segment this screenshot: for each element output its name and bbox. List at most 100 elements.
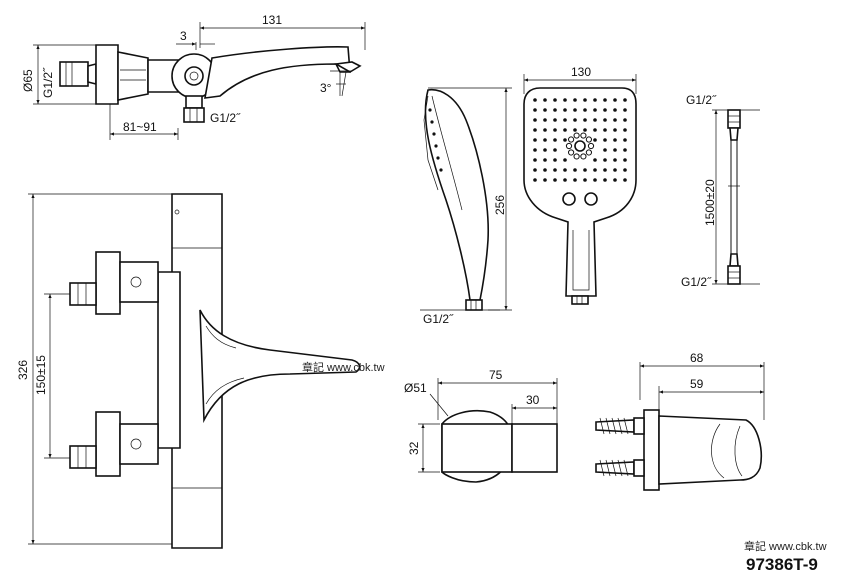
ring-nozzle: [585, 149, 592, 156]
spray-hole: [603, 148, 607, 152]
spray-hole: [573, 178, 577, 182]
ring-nozzle: [580, 153, 587, 160]
ring-nozzle: [568, 136, 575, 143]
upper-bracket: [95, 251, 121, 315]
spray-hole: [573, 168, 577, 172]
spray-hole: [563, 98, 567, 102]
spray-hole: [533, 178, 537, 182]
spray-hole: [593, 118, 597, 122]
spray-hole: [533, 158, 537, 162]
spray-hole: [573, 98, 577, 102]
spray-hole: [623, 168, 627, 172]
spray-hole: [563, 118, 567, 122]
spray-hole: [593, 158, 597, 162]
spray-hole: [623, 128, 627, 132]
ring-nozzle: [585, 136, 592, 143]
spray-hole: [563, 128, 567, 132]
spray-hole: [593, 108, 597, 112]
spray-hole: [573, 108, 577, 112]
spray-hole: [583, 178, 587, 182]
spray-hole: [613, 178, 617, 182]
dim-shower-thread: G1/2˝: [423, 312, 454, 326]
spray-hole: [533, 148, 537, 152]
dim-d65: Ø65: [21, 69, 35, 92]
spray-hole: [543, 118, 547, 122]
spray-hole: [543, 178, 547, 182]
spray-hole: [613, 108, 617, 112]
hand-shower-side: G1/2˝ 256: [420, 87, 512, 326]
spray-hole: [553, 108, 557, 112]
spray-hole: [563, 158, 567, 162]
nozzle-row: [428, 108, 443, 172]
spray-hole: [553, 158, 557, 162]
spray-hole: [543, 158, 547, 162]
spray-hole: [553, 168, 557, 172]
wall-holder: 75 30 Ø51 32: [404, 368, 558, 483]
dim-3: 3: [180, 29, 187, 43]
spray-hole: [613, 98, 617, 102]
spray-hole: [553, 128, 557, 132]
mixer-body-top: [95, 44, 119, 105]
front-spout: [199, 309, 361, 424]
spray-hole: [593, 138, 597, 142]
spray-hole: [563, 178, 567, 182]
dim-hose-bottom: G1/2˝: [681, 275, 712, 289]
spray-hole: [593, 178, 597, 182]
spray-hole: [593, 128, 597, 132]
spray-hole: [603, 138, 607, 142]
spray-hole: [623, 138, 627, 142]
spray-hole: [603, 158, 607, 162]
model-number: 97386T-9: [746, 555, 818, 574]
dim-326: 326: [16, 360, 30, 380]
spray-hole: [603, 98, 607, 102]
spray-hole: [603, 168, 607, 172]
bracket-plate: [643, 409, 660, 491]
spray-hole: [553, 138, 557, 142]
spray-hole: [613, 168, 617, 172]
ring-nozzle: [565, 142, 573, 150]
spray-hole: [623, 178, 627, 182]
shower-bracket: 68 59: [595, 351, 765, 491]
holder-head: [511, 423, 558, 473]
spray-hole: [593, 168, 597, 172]
spray-hole: [583, 98, 587, 102]
dim-outlet: G1/2˝: [210, 111, 241, 125]
spray-hole: [543, 108, 547, 112]
ring-nozzle: [587, 142, 595, 150]
spray-hole: [533, 108, 537, 112]
spray-hole: [543, 148, 547, 152]
dim-131: 131: [262, 13, 282, 27]
spray-hole: [563, 108, 567, 112]
spray-hole: [533, 138, 537, 142]
ring-nozzle: [573, 132, 580, 139]
spray-hole: [533, 128, 537, 132]
shower-connector: [465, 299, 483, 311]
dim-30: 30: [526, 393, 540, 407]
dim-inlet: G1/2˝: [41, 67, 55, 98]
spray-hole: [533, 98, 537, 102]
spray-hole: [603, 108, 607, 112]
spray-hole: [553, 178, 557, 182]
button-left: [562, 192, 576, 206]
spray-hole: [573, 128, 577, 132]
watermark-center: 章記 www.cbk.tw: [302, 360, 385, 374]
spray-hole: [613, 148, 617, 152]
bracket-cup: [658, 415, 762, 485]
spray-hole: [543, 128, 547, 132]
spray-hole: [623, 118, 627, 122]
hose-top-nut: [727, 109, 741, 129]
spray-hole: [573, 118, 577, 122]
dim-angle: 3°: [320, 81, 332, 95]
wall-screw-lower: [595, 459, 645, 477]
shower-head-side: [424, 88, 490, 301]
hand-shower-front: 130: [523, 65, 637, 305]
front-view: 326 150±15: [16, 193, 361, 549]
dim-130: 130: [571, 65, 591, 79]
dim-81-91: 81~91: [123, 120, 157, 134]
dim-68: 68: [690, 351, 704, 365]
dim-1500: 1500±20: [703, 179, 717, 226]
wall-screw-upper: [595, 417, 645, 435]
spray-hole: [603, 178, 607, 182]
dim-150: 150±15: [34, 355, 48, 395]
